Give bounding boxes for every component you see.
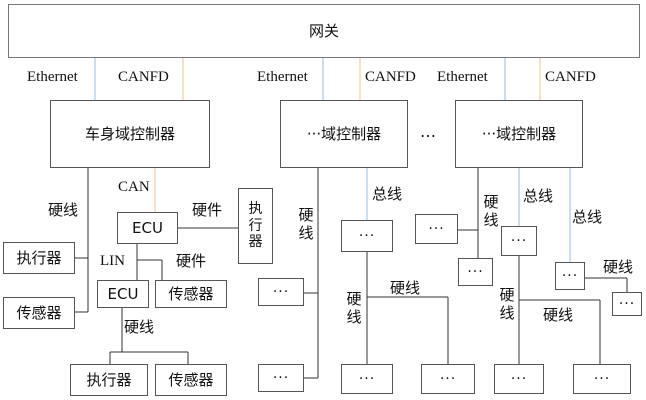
sensor-box-left: 传感器 bbox=[3, 297, 75, 329]
sensor-box-bottom: 传感器 bbox=[155, 364, 227, 396]
dots-box-right-1: ··· bbox=[415, 214, 458, 244]
actuator-vertical-box: 执行器 bbox=[238, 188, 273, 264]
dots-box-mid-4: ··· bbox=[341, 364, 393, 394]
actuator-box-bottom: 执行器 bbox=[70, 364, 148, 396]
right-domain-controller: ···域控制器 bbox=[455, 100, 583, 168]
dots-label: ··· bbox=[561, 268, 579, 284]
ecu2-hardwire-label: 硬线 bbox=[124, 318, 155, 336]
mid-bus-label: 总线 bbox=[372, 185, 403, 203]
dots-label: ··· bbox=[272, 284, 290, 300]
right-hbar-hardwire-label: 硬线 bbox=[543, 306, 574, 324]
mid-hbar-hardwire-label: 硬线 bbox=[390, 279, 421, 297]
actuator-label-bottom: 执行器 bbox=[86, 370, 132, 389]
gateway-label: 网关 bbox=[308, 21, 339, 40]
dots-label: ··· bbox=[510, 371, 528, 387]
ethernet-label-2: Ethernet bbox=[257, 69, 308, 85]
actuator-label-left: 执行器 bbox=[16, 248, 62, 267]
mid-hardwire-label: 硬线 bbox=[298, 206, 314, 242]
actuator-vertical-label: 执行器 bbox=[248, 200, 263, 251]
between-domains-ellipsis: … bbox=[420, 122, 436, 141]
ecu-box-1: ECU bbox=[117, 212, 178, 244]
body-hardwire-label: 硬线 bbox=[48, 201, 79, 219]
dots-label: ··· bbox=[467, 264, 484, 280]
middle-domain-controller: ···域控制器 bbox=[280, 100, 408, 168]
ecu-label-2: ECU bbox=[107, 284, 139, 303]
dots-box-right-5: ··· bbox=[612, 292, 642, 316]
dots-label: ··· bbox=[510, 233, 528, 249]
dots-box-mid-2: ··· bbox=[258, 364, 304, 392]
sensor-label-left: 传感器 bbox=[16, 303, 62, 322]
sensor-label-mid: 传感器 bbox=[168, 284, 214, 303]
body-domain-label: 车身域控制器 bbox=[84, 124, 175, 143]
dots-label: ··· bbox=[428, 221, 445, 237]
dots-box-right-3: ··· bbox=[501, 226, 537, 256]
ecu-box-2: ECU bbox=[97, 280, 149, 308]
sensor-box-mid: 传感器 bbox=[155, 280, 227, 308]
lin-label: LIN bbox=[100, 253, 125, 269]
dots-box-right-4: ··· bbox=[555, 262, 585, 290]
right-bus-label-1: 总线 bbox=[523, 187, 554, 205]
can-label: CAN bbox=[118, 179, 150, 195]
dots-label: ··· bbox=[358, 228, 376, 244]
ecu-label-1: ECU bbox=[132, 218, 163, 237]
actuator-box-left: 执行器 bbox=[3, 242, 75, 274]
dots-box-right-7: ··· bbox=[573, 364, 631, 394]
canfd-label-1: CANFD bbox=[118, 69, 169, 85]
right-domain-label: ···域控制器 bbox=[481, 124, 557, 143]
sensor-label-bottom: 传感器 bbox=[168, 370, 214, 389]
dots-box-mid-1: ··· bbox=[258, 278, 304, 306]
right-dots-hardwire-label: 硬线 bbox=[499, 286, 515, 322]
gateway-box: 网关 bbox=[8, 4, 640, 58]
dots-label: ··· bbox=[593, 371, 611, 387]
middle-domain-label: ···域控制器 bbox=[306, 124, 382, 143]
hardware-label-1: 硬件 bbox=[192, 201, 223, 219]
dots-box-mid-5: ··· bbox=[421, 364, 475, 394]
dots-box-right-6: ··· bbox=[494, 364, 544, 394]
ethernet-label-3: Ethernet bbox=[437, 69, 488, 85]
right-far-hardwire-label: 硬线 bbox=[603, 258, 634, 276]
canfd-label-3: CANFD bbox=[545, 69, 596, 85]
right-bus-label-2: 总线 bbox=[572, 208, 603, 226]
mid-dots-hardwire-label: 硬线 bbox=[346, 290, 362, 326]
dots-box-right-2: ··· bbox=[458, 258, 493, 286]
dots-label: ··· bbox=[272, 370, 290, 386]
dots-label: ··· bbox=[618, 296, 636, 312]
body-domain-controller: 车身域控制器 bbox=[50, 100, 210, 168]
canfd-label-2: CANFD bbox=[365, 69, 416, 85]
dots-box-mid-3: ··· bbox=[341, 220, 393, 252]
dots-label: ··· bbox=[358, 371, 376, 387]
dots-label: ··· bbox=[439, 371, 457, 387]
right-hardwire-label: 硬线 bbox=[483, 193, 499, 229]
hardware-label-2: 硬件 bbox=[176, 252, 207, 270]
ethernet-label-1: Ethernet bbox=[27, 69, 78, 85]
